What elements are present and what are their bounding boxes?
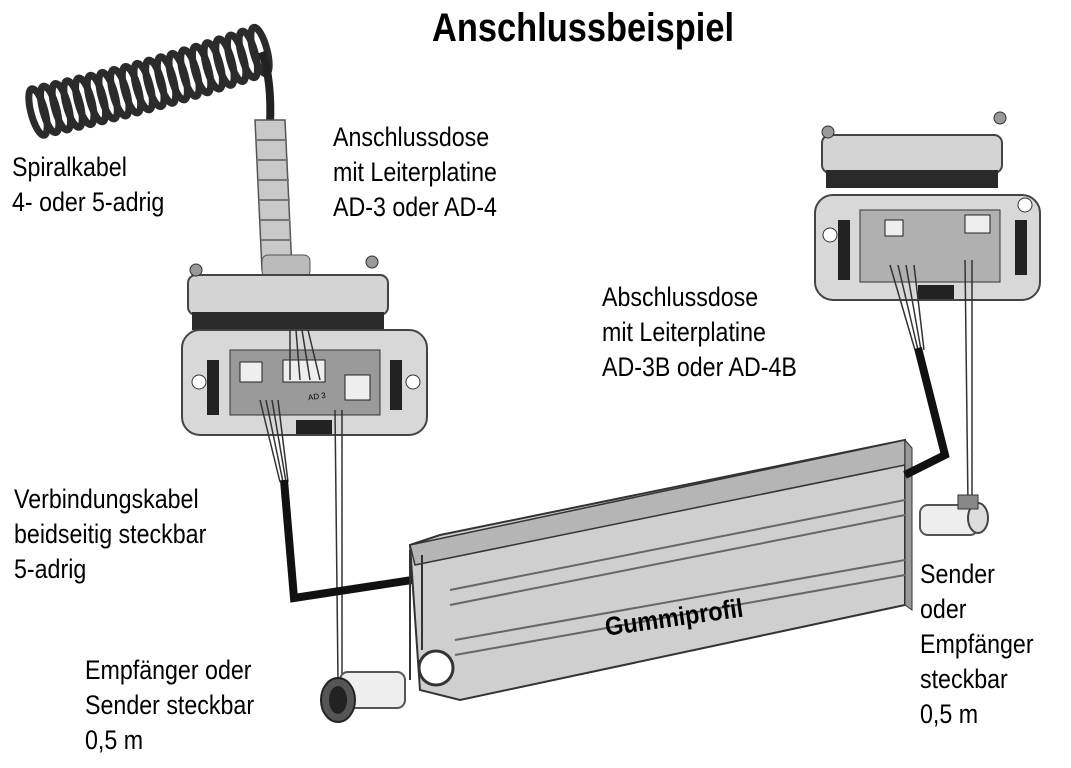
label-line: Empfänger xyxy=(920,629,1034,659)
label-line: 0,5 m xyxy=(85,725,144,755)
connection-cable-left xyxy=(280,479,446,603)
right-box-lid xyxy=(821,111,1007,188)
left-sensor xyxy=(320,671,406,723)
connection-cable-right xyxy=(903,347,950,479)
label-line: Empfänger oder xyxy=(85,655,252,685)
label-line: 4- oder 5-adrig xyxy=(12,187,165,217)
cable-grommet xyxy=(254,119,311,278)
right-termination-box xyxy=(814,194,1041,301)
label-line: AD-3B oder AD-4B xyxy=(602,352,797,382)
label-line: steckbar xyxy=(920,664,1008,694)
label-line: 5-adrig xyxy=(14,554,87,584)
label-line: Sender xyxy=(920,559,995,589)
label-line: beidseitig steckbar xyxy=(14,519,207,549)
left-junction-box xyxy=(181,329,428,436)
label-line: oder xyxy=(920,594,967,624)
label-line: Verbindungskabel xyxy=(14,484,199,514)
diagram-title: Anschlussbeispiel xyxy=(432,6,735,50)
label-termination-box: Abschlussdose mit Leiterplatine AD-3B od… xyxy=(602,280,797,385)
label-right-sensor: Sender oder Empfänger steckbar 0,5 m xyxy=(920,557,1034,732)
label-left-sensor: Empfänger oder Sender steckbar 0,5 m xyxy=(85,653,254,758)
label-spiral-cable: Spiralkabel 4- oder 5-adrig xyxy=(12,150,164,220)
rubber-profile xyxy=(408,438,913,702)
left-box-lid xyxy=(187,255,389,330)
label-line: Sender steckbar xyxy=(85,690,255,720)
right-sensor xyxy=(919,494,989,536)
label-line: 0,5 m xyxy=(920,699,979,729)
label-connection-box: Anschlussdose mit Leiterplatine AD-3 ode… xyxy=(333,120,497,225)
label-line: Spiralkabel xyxy=(12,152,127,182)
label-line: mit Leiterplatine xyxy=(602,317,766,347)
label-line: mit Leiterplatine xyxy=(333,157,497,187)
label-line: AD-3 oder AD-4 xyxy=(333,192,497,222)
label-line: Abschlussdose xyxy=(602,282,759,312)
label-connection-cable: Verbindungskabel beidseitig steckbar 5-a… xyxy=(14,482,206,587)
spiral-cable xyxy=(25,23,273,139)
label-line: Anschlussdose xyxy=(333,122,490,152)
